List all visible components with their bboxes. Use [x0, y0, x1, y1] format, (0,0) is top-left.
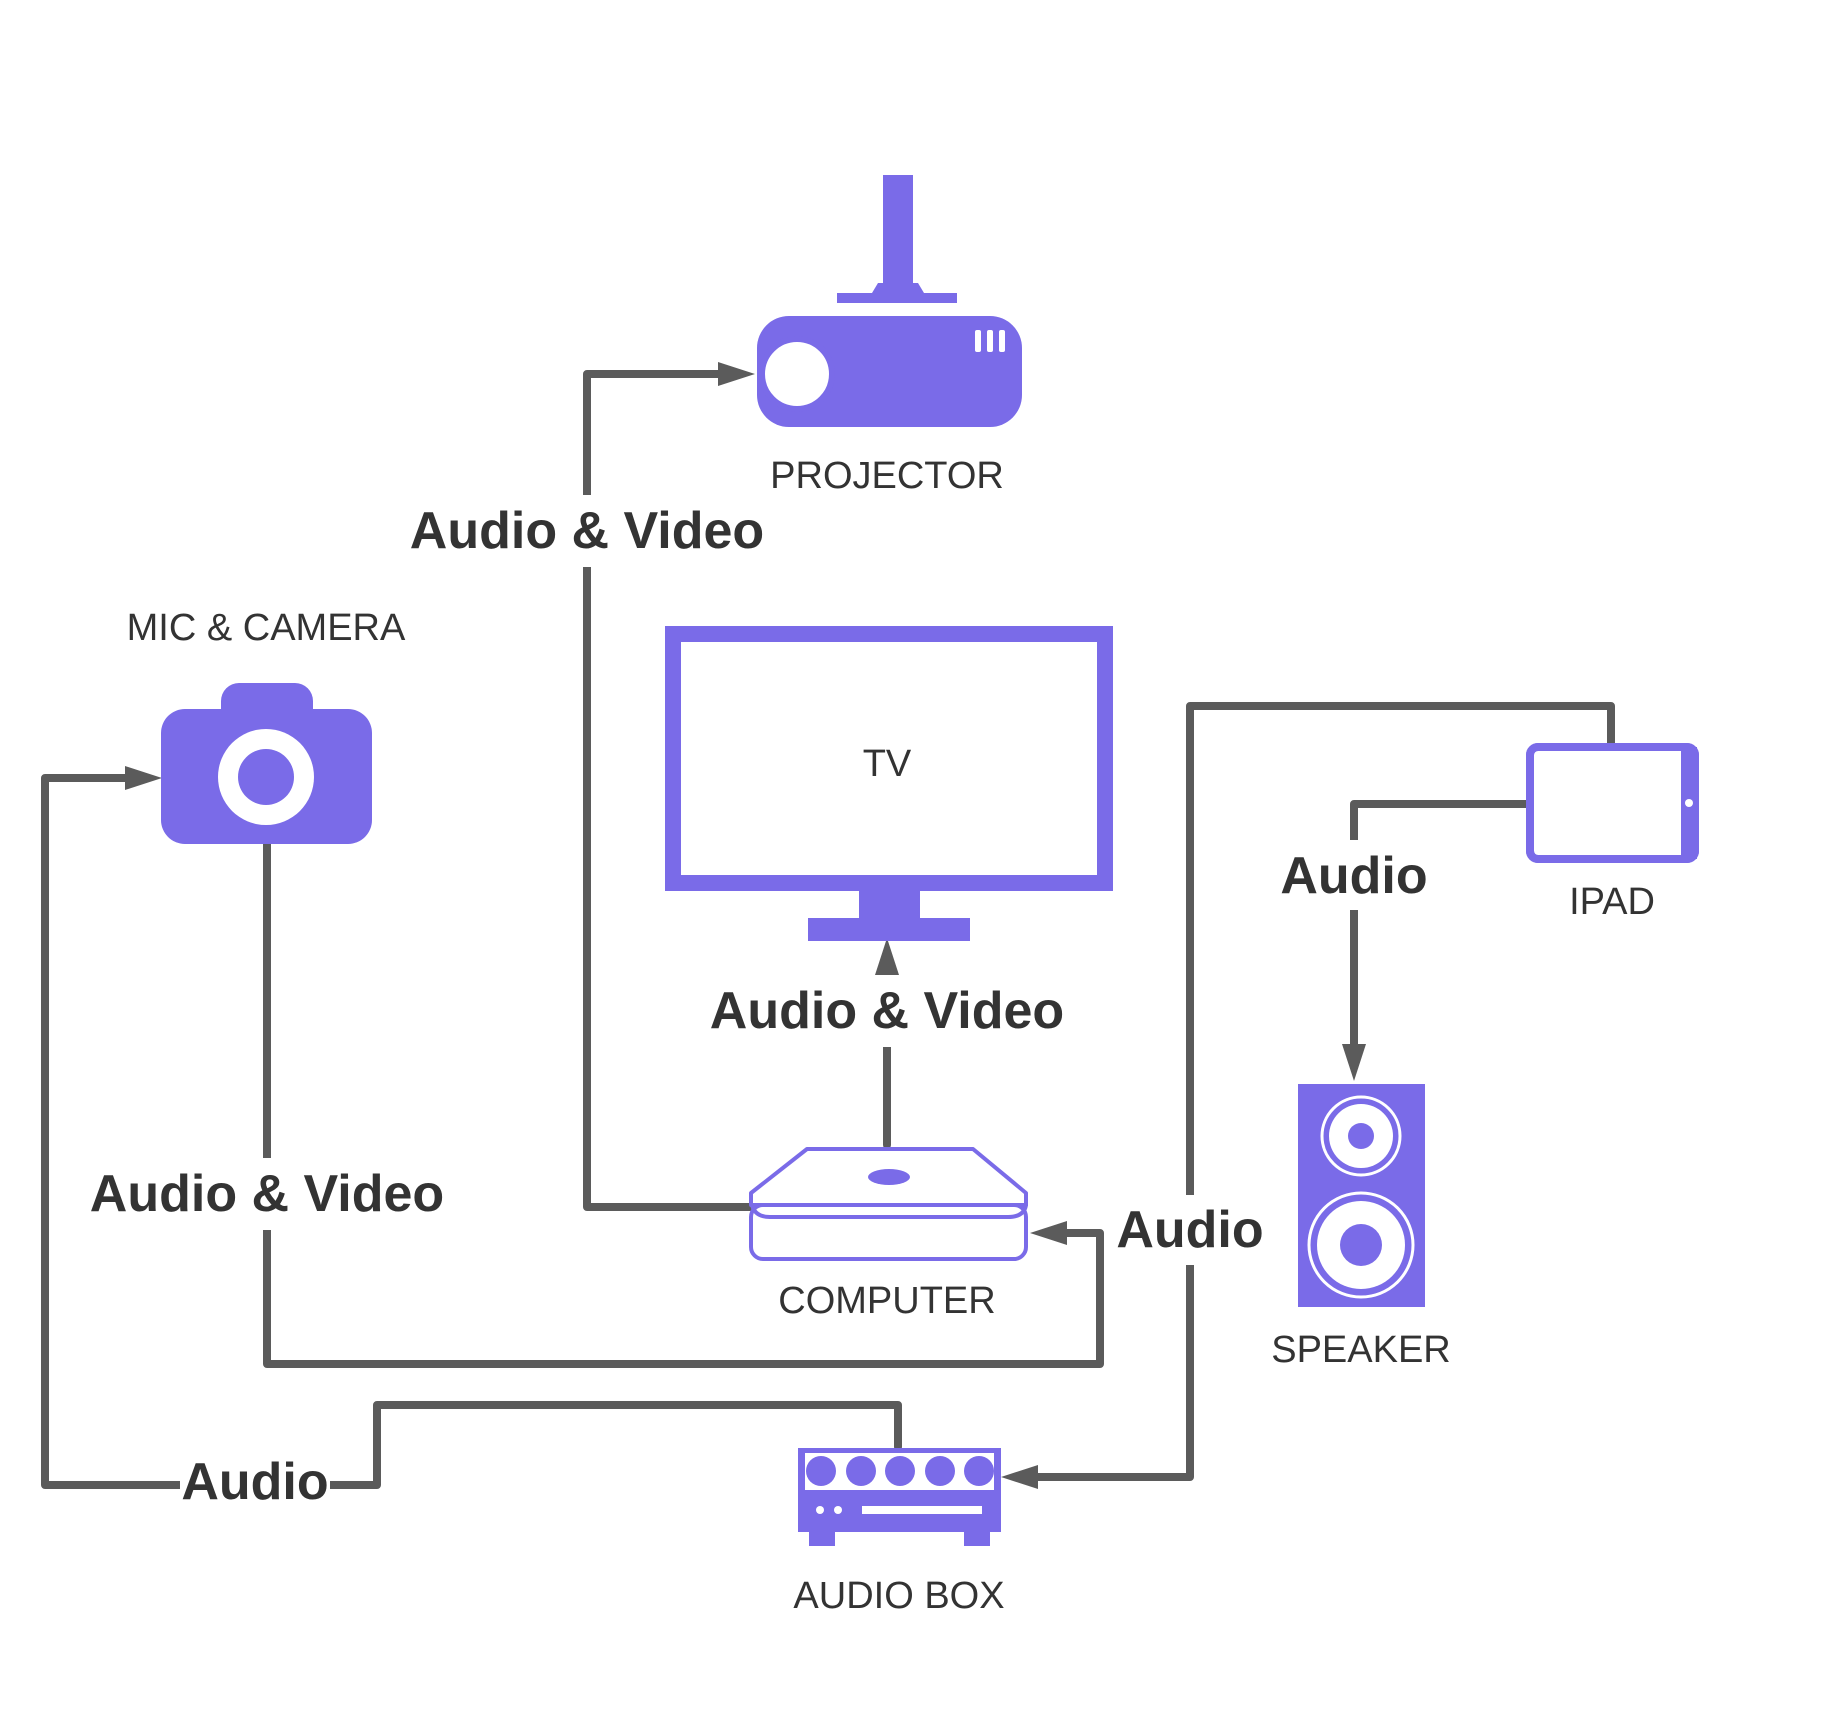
- edge-label-camera-computer: Audio & Video: [90, 1165, 444, 1223]
- edge-label-backing: [1278, 840, 1430, 910]
- mic-camera-label: MIC & CAMERA: [127, 607, 406, 649]
- edge-label-backing: [180, 1447, 330, 1517]
- edge-label-tv-group: Audio & Video: [700, 975, 1075, 1047]
- edge-label-backing: [80, 1158, 455, 1230]
- edge-label-camera-group: Audio & Video: [80, 1158, 455, 1230]
- edge-label-computer-projector: Audio & Video: [410, 502, 764, 560]
- projector-label: PROJECTOR: [770, 455, 1004, 497]
- ipad-label: IPAD: [1569, 881, 1655, 923]
- arrowhead-audiobox: [1001, 1465, 1038, 1489]
- computer-box-icon: [749, 1147, 1028, 1261]
- edge-ipad-to-audiobox: [1001, 702, 1615, 1489]
- arrowhead-projector: [718, 362, 755, 386]
- speaker-label: SPEAKER: [1271, 1329, 1451, 1371]
- arrowhead-computer: [1030, 1221, 1067, 1245]
- camera-icon: [161, 683, 372, 844]
- tv-monitor-icon: [665, 626, 1113, 941]
- wire-computer-projector: [583, 370, 754, 1211]
- projector-icon: [757, 175, 1022, 427]
- edge-label-audiobox-camera: Audio: [181, 1453, 328, 1511]
- wire-ipad-audiobox: [1034, 702, 1615, 1481]
- edge-computer-to-projector: [583, 362, 755, 1211]
- wire-audiobox-camera: [41, 774, 902, 1489]
- edge-label-projector-group: Audio & Video: [400, 495, 775, 567]
- arrowhead-tv: [875, 938, 899, 975]
- speaker-icon: [1298, 1084, 1425, 1307]
- edge-label-computer-tv: Audio & Video: [710, 982, 1064, 1040]
- wire-ipad-speaker: [1350, 800, 1534, 1048]
- edge-label-ipad-speaker-group: Audio: [1278, 840, 1430, 910]
- audio-mixer-icon: [798, 1448, 1001, 1546]
- tablet-icon: [1526, 743, 1699, 863]
- edge-label-audiobox-camera-group: Audio: [180, 1447, 330, 1517]
- tv-label: TV: [863, 743, 912, 785]
- computer-label: COMPUTER: [778, 1280, 995, 1322]
- edge-ipad-to-speaker: [1342, 800, 1534, 1081]
- audio-box-label: AUDIO BOX: [793, 1575, 1004, 1617]
- edge-label-backing: [700, 975, 1075, 1047]
- edge-audiobox-to-camera: [41, 766, 902, 1489]
- edge-label-ipad-speaker: Audio: [1280, 847, 1427, 905]
- edge-label-ipad-audiobox: Audio: [1116, 1201, 1263, 1259]
- edge-label-ipad-audiobox-group: Audio: [1114, 1195, 1266, 1265]
- arrowhead-camera: [125, 766, 162, 790]
- edge-label-backing: [1114, 1195, 1266, 1265]
- arrowhead-speaker: [1342, 1044, 1366, 1081]
- edge-label-backing: [400, 495, 775, 567]
